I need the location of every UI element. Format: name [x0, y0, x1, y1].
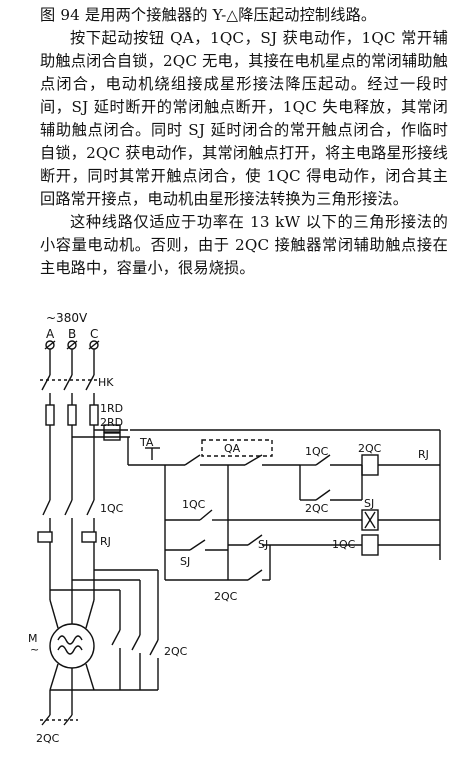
body-text: 图 94 是用两个接触器的 Y-△降压起动控制线路。 按下起动按钮 QA，1QC… [40, 4, 448, 280]
label-rj-main: RJ [100, 535, 111, 548]
label-motor-ac: ~ [30, 643, 39, 656]
control-circuit-lines [72, 424, 441, 581]
label-1rd: 1RD [100, 402, 123, 415]
label-2qc-aux: 2QC [305, 502, 329, 515]
label-1qc-main: 1QC [100, 502, 124, 515]
supply-voltage-label: ~380V [46, 311, 88, 325]
label-1qc-aux: 1QC [305, 445, 329, 458]
phase-c-label: C [90, 327, 98, 341]
paragraph-limitation: 这种线路仅适应于功率在 13 kW 以下的三角形接法的小容量电动机。否则，由于 … [40, 213, 448, 277]
label-motor: M [28, 632, 38, 645]
label-2qc-main: 2QC [164, 645, 188, 658]
label-ta: TA [139, 436, 154, 449]
main-circuit-lines [37, 349, 159, 726]
label-2rd: 2RD [100, 416, 123, 429]
phase-b-label: B [68, 327, 76, 341]
label-sj-contact-2: SJ [258, 538, 268, 551]
label-sj-contact: SJ [180, 555, 190, 568]
paragraph-figure-caption: 图 94 是用两个接触器的 Y-△降压起动控制线路。 [40, 6, 377, 24]
label-2qc-coil: 2QC [358, 442, 382, 455]
diagram-labels: HK 1RD 2RD 1QC RJ M ~ 2QC 2QC TA QA 1QC … [28, 376, 429, 745]
label-1qc-coil: 1QC [332, 538, 356, 551]
label-2qc-aux-2: 2QC [214, 590, 238, 603]
label-1qc-hold: 1QC [182, 498, 206, 511]
label-rj-contact: RJ [418, 448, 429, 461]
label-sj-coil: SJ [364, 497, 374, 510]
phase-a-label: A [46, 327, 55, 341]
label-2qc-star: 2QC [36, 732, 60, 745]
label-qa: QA [224, 442, 241, 455]
label-hk: HK [98, 376, 114, 389]
paragraph-operation: 按下起动按钮 QA，1QC，SJ 获电动作，1QC 常开辅助触点闭合自锁，2QC… [40, 29, 448, 208]
supply-terminals [44, 340, 100, 350]
